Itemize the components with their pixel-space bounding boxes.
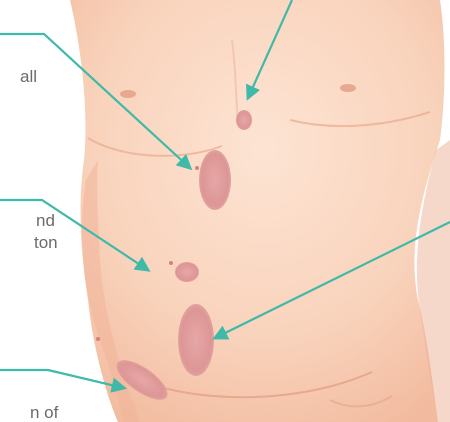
- label-top-left: all: [20, 66, 37, 88]
- torso-body: [70, 0, 445, 422]
- umbilical-lesion: [175, 262, 199, 282]
- upper-midline-lesion: [199, 150, 231, 210]
- right-nipple: [340, 84, 356, 92]
- lower-midline-lesion: [178, 304, 214, 376]
- small-lesion-dot-3: [96, 337, 100, 341]
- label-middle-left-line2: ton: [34, 232, 58, 254]
- label-bottom-left: n of: [30, 402, 58, 422]
- label-middle-left-line1: nd: [36, 210, 55, 232]
- epigastric-lesion: [236, 110, 252, 130]
- small-lesion-dot-1: [195, 166, 199, 170]
- small-lesion-dot-2: [169, 261, 173, 265]
- left-nipple: [120, 90, 136, 98]
